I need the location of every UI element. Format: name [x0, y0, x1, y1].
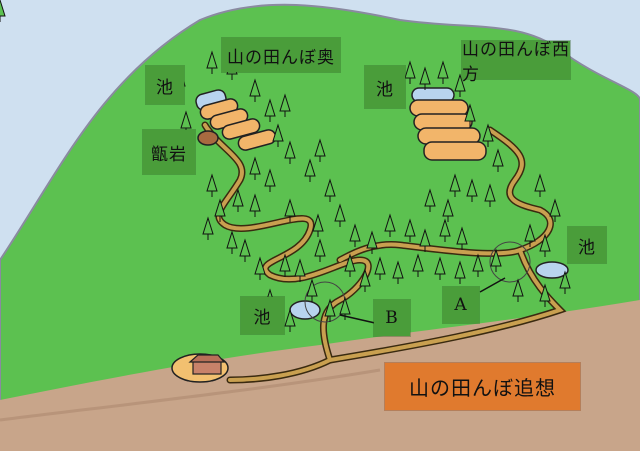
label-pond-lower-left: 池: [241, 297, 284, 334]
marker-a-leader: [479, 277, 506, 293]
label-marker-b: B: [374, 300, 410, 336]
trees: [0, 0, 571, 333]
junction-a-circle: [489, 241, 531, 283]
label-pond-right: 池: [568, 227, 606, 263]
label-marker-a: A: [443, 287, 479, 323]
paddies-west: [409, 87, 487, 161]
paddies-back: [195, 89, 277, 151]
label-rock: 甑岩: [143, 130, 195, 174]
house: [171, 353, 229, 383]
trail: [203, 123, 564, 382]
ground: [0, 300, 640, 451]
marker-b-leader: [339, 314, 376, 324]
label-paddy-west: 山の田んぼ西方: [462, 40, 570, 85]
map-title: 山の田んぼ追想: [385, 363, 580, 410]
label-pond-upper-left: 池: [146, 66, 184, 104]
label-paddy-back: 山の田んぼ奥: [222, 38, 340, 72]
pond-right: [535, 261, 569, 279]
label-pond-upper-right: 池: [365, 66, 405, 108]
